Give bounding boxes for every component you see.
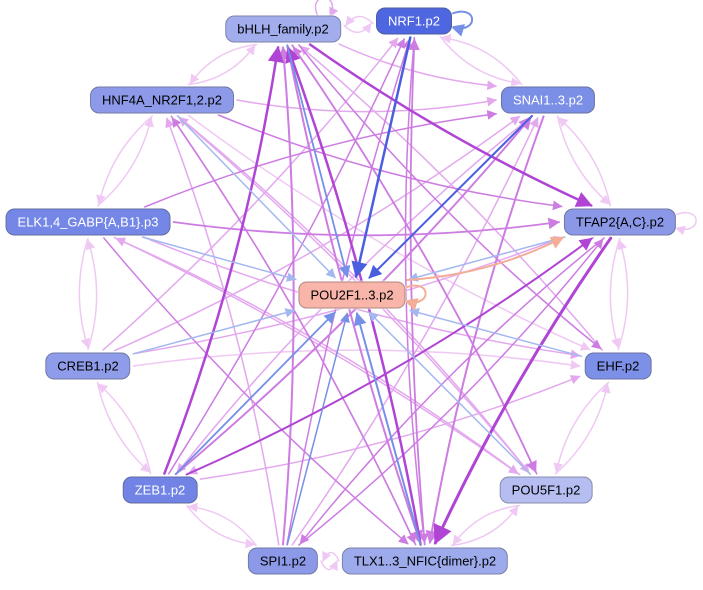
edge-creb1-ehf	[132, 349, 581, 370]
edge-ehf-pou5f1	[553, 381, 610, 473]
edge-nrf1-pou2f1	[351, 36, 412, 279]
edge-snai1-nrf1	[441, 33, 523, 86]
edge-bhlh-pou2f1	[286, 44, 351, 278]
edge-nrf1-snai1	[439, 35, 521, 88]
edge-nrf1-tlx1	[404, 36, 429, 544]
edge-zeb1-ehf	[199, 375, 581, 480]
edge-pou5f1-ehf	[554, 383, 611, 475]
edge-elk1-ehf	[142, 236, 581, 360]
node-pou2f1[interactable]: POU2F1..3.p2	[298, 281, 406, 309]
node-hnf4a[interactable]: HNF4A_NR2F1,2.p2	[90, 86, 234, 114]
edge-tfap2-pou2f1	[408, 236, 566, 282]
self-loop-bhlh	[314, 0, 339, 18]
node-zeb1[interactable]: ZEB1.p2	[122, 476, 198, 504]
edge-hnf4a-snai1	[236, 96, 497, 113]
edge-elk1-pou2f1	[141, 236, 297, 282]
edge-elk1-hnf4a	[97, 116, 154, 207]
edge-zeb1-spi1	[186, 504, 256, 549]
node-ehf[interactable]: EHF.p2	[584, 352, 652, 380]
edge-tfap2-tlx1	[433, 236, 613, 545]
edge-zeb1-creb1	[97, 383, 152, 475]
edge-bhlh-tfap2	[308, 43, 593, 207]
edge-pou5f1-tlx1	[452, 504, 521, 546]
edge-ehf-tfap2	[617, 239, 629, 351]
edge-tlx1-spi1	[322, 550, 340, 562]
edge-snai1-tfap2	[556, 115, 611, 205]
edge-elk1-pou5f1	[113, 236, 519, 475]
edge-tlx1-pou2f1	[353, 312, 422, 546]
node-spi1[interactable]: SPI1.p2	[247, 547, 319, 575]
node-nrf1[interactable]: NRF1.p2	[375, 7, 453, 35]
edge-hnf4a-pou2f1	[176, 115, 336, 279]
edge-creb1-nrf1	[102, 37, 399, 351]
edge-bhlh-pou5f1	[291, 44, 537, 474]
edge-tlx1-nrf1	[408, 38, 426, 546]
edge-elk1-creb1	[78, 237, 90, 349]
edge-tfap2-spi1	[299, 237, 605, 545]
edge-pou2f1-tfap2	[406, 236, 565, 281]
edge-hnf4a-elk1	[96, 115, 153, 206]
edge-hnf4a-bhlh	[187, 44, 256, 86]
edge-bhlh-nrf1	[343, 22, 372, 34]
edge-spi1-hnf4a	[165, 117, 280, 546]
node-pou5f1[interactable]: POU5F1.p2	[499, 476, 593, 504]
edge-elk1-snai1	[143, 110, 498, 208]
edge-pou5f1-elk1	[115, 237, 521, 476]
edge-creb1-elk1	[86, 239, 98, 351]
node-tlx1[interactable]: TLX1..3_NFIC{dimer}.p2	[341, 547, 509, 575]
edge-creb1-pou2f1	[132, 308, 296, 355]
node-bhlh[interactable]: bHLH_family.p2	[225, 15, 341, 43]
edge-spi1-tlx1	[320, 560, 338, 572]
edge-creb1-zeb1	[96, 381, 151, 473]
edge-snai1-pou2f1	[368, 114, 533, 279]
edge-spi1-pou2f1	[286, 312, 350, 546]
edge-zeb1-tfap2	[185, 237, 593, 476]
edge-spi1-snai1	[291, 117, 539, 546]
edge-zeb1-bhlh	[163, 45, 284, 475]
edge-tfap2-ehf	[609, 237, 621, 349]
self-loop-nrf1	[450, 10, 474, 37]
node-snai1[interactable]: SNAI1..3.p2	[500, 86, 596, 114]
self-loop-pou2f1	[403, 284, 427, 311]
edge-zeb1-pou2f1	[174, 311, 336, 475]
node-creb1[interactable]: CREB1.p2	[45, 352, 131, 380]
edge-spi1-zeb1	[187, 502, 257, 547]
edge-hnf4a-tlx1	[170, 115, 416, 544]
edge-tfap2-snai1	[557, 117, 612, 207]
edge-pou5f1-pou2f1	[368, 311, 531, 475]
edge-elk1-tlx1	[103, 237, 409, 545]
edge-creb1-snai1	[114, 115, 521, 352]
node-elk1[interactable]: ELK1,4_GABP{A,B1}.p3	[5, 208, 171, 236]
edge-bhlh-hnf4a	[189, 43, 258, 85]
self-loop-tfap2	[674, 212, 697, 236]
node-tfap2[interactable]: TFAP2{A,C}.p2	[563, 208, 677, 236]
edge-nrf1-bhlh	[345, 15, 374, 26]
edge-bhlh-snai1	[338, 43, 498, 91]
edge-tlx1-pou5f1	[450, 505, 519, 547]
edge-ehf-pou2f1	[409, 308, 583, 358]
edge-spi1-bhlh	[277, 46, 295, 546]
